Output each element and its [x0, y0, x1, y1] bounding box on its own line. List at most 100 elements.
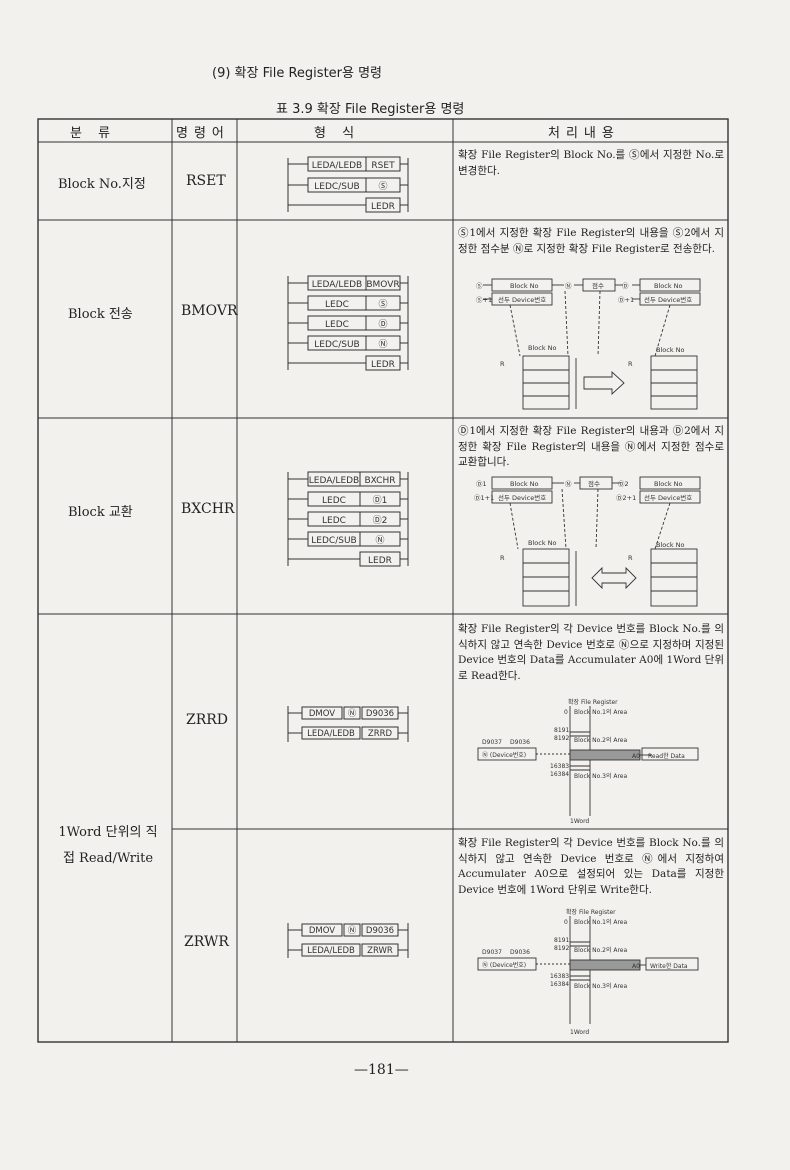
svg-text:0: 0: [564, 919, 568, 926]
svg-text:Block No.3의 Area: Block No.3의 Area: [574, 772, 627, 780]
svg-text:8191: 8191: [554, 937, 569, 944]
svg-text:ZRRD: ZRRD: [368, 729, 393, 739]
svg-text:Ⓓ2: Ⓓ2: [373, 515, 388, 526]
section-title: (9) 확장 File Register용 명령: [212, 66, 383, 81]
desc-rset: 확장 File Register의 Block No.를 Ⓢ에서 지정한 No.…: [458, 149, 724, 177]
category-label: Block No.지정: [58, 177, 146, 192]
svg-text:Ⓝ: Ⓝ: [375, 535, 384, 546]
svg-text:Block No: Block No: [510, 282, 539, 290]
page-number: —181—: [354, 1062, 409, 1078]
desc-zrrd: 확장 File Register의 각 Device 번호를 Block No.…: [458, 623, 724, 682]
header-category: 분 류: [70, 126, 117, 141]
desc-bxchr: Ⓓ1에서 지정한 확장 File Register의 내용과 Ⓓ2에서 지정한 …: [458, 425, 724, 468]
svg-text:Read한 Data: Read한 Data: [648, 753, 685, 760]
svg-text:Ⓓ1+1: Ⓓ1+1: [474, 494, 494, 502]
svg-text:Ⓓ: Ⓓ: [622, 282, 629, 290]
svg-text:0: 0: [564, 709, 568, 716]
svg-text:16383: 16383: [550, 973, 569, 980]
svg-text:Ⓝ: Ⓝ: [348, 709, 357, 719]
svg-text:확장 File Register: 확장 File Register: [566, 908, 616, 916]
svg-text:Block No.3의 Area: Block No.3의 Area: [574, 982, 627, 990]
svg-text:LEDC/SUB: LEDC/SUB: [311, 536, 356, 546]
svg-text:확장 File Register: 확장 File Register: [568, 698, 618, 706]
svg-text:8192: 8192: [554, 945, 569, 952]
svg-text:R: R: [628, 554, 633, 562]
svg-text:8192: 8192: [554, 735, 569, 742]
svg-text:BXCHR: BXCHR: [365, 476, 396, 486]
category-label: Block 전송: [68, 307, 133, 322]
svg-text:1Word: 1Word: [570, 1029, 589, 1036]
header-mnemonic: 명령어: [176, 126, 230, 141]
svg-text:Ⓓ2+1: Ⓓ2+1: [616, 494, 636, 502]
svg-text:Ⓓ2: Ⓓ2: [618, 480, 629, 488]
header-processing: 처리내용: [548, 126, 620, 141]
svg-text:선두 Device번호: 선두 Device번호: [498, 295, 546, 304]
svg-text:Block No: Block No: [528, 539, 557, 547]
svg-text:Ⓢ: Ⓢ: [476, 282, 483, 290]
svg-text:D9036: D9036: [510, 949, 530, 956]
category-label: 1Word 단위의 직접 Read/Write: [58, 825, 158, 866]
svg-text:Ⓓ1: Ⓓ1: [373, 495, 388, 506]
svg-text:선두 Device번호: 선두 Device번호: [644, 493, 692, 502]
svg-text:LEDA/LEDB: LEDA/LEDB: [307, 946, 355, 956]
svg-text:LEDC: LEDC: [325, 300, 349, 310]
svg-text:Ⓝ: Ⓝ: [565, 480, 572, 488]
svg-text:BMOVR: BMOVR: [366, 280, 399, 290]
mnemonic-label: ZRWR: [184, 934, 229, 950]
svg-text:D9036: D9036: [366, 926, 394, 936]
svg-text:LEDC: LEDC: [325, 320, 349, 330]
svg-text:LEDC/SUB: LEDC/SUB: [314, 182, 359, 192]
svg-text:점수: 점수: [588, 480, 600, 488]
svg-text:LEDA/LEDB: LEDA/LEDB: [309, 476, 359, 486]
header-form: 형 식: [314, 126, 361, 141]
svg-text:D9037: D9037: [482, 949, 502, 956]
category-label: Block 교환: [68, 505, 133, 520]
svg-text:RSET: RSET: [371, 161, 395, 171]
mnemonic-label: ZRRD: [186, 712, 229, 728]
svg-text:Ⓝ (Device번호): Ⓝ (Device번호): [482, 751, 526, 759]
mnemonic-label: BXCHR: [181, 501, 235, 517]
svg-text:Ⓝ: Ⓝ: [565, 282, 572, 290]
svg-text:A0: A0: [632, 753, 640, 760]
mnemonic-label: BMOVR: [181, 303, 238, 319]
svg-text:D9037: D9037: [482, 739, 502, 746]
svg-text:R: R: [500, 554, 505, 562]
svg-text:LEDR: LEDR: [368, 556, 392, 566]
svg-text:LEDA/LEDB: LEDA/LEDB: [312, 161, 362, 171]
svg-text:DMOV: DMOV: [309, 926, 335, 936]
svg-text:16384: 16384: [550, 771, 569, 778]
svg-text:Block No.2의 Area: Block No.2의 Area: [574, 946, 627, 954]
svg-text:Block No.2의 Area: Block No.2의 Area: [574, 736, 627, 744]
svg-text:LEDC/SUB: LEDC/SUB: [314, 340, 359, 350]
svg-text:Ⓢ+1: Ⓢ+1: [476, 296, 492, 304]
svg-text:LEDA/LEDB: LEDA/LEDB: [307, 729, 355, 739]
svg-text:R: R: [500, 360, 505, 368]
svg-text:Ⓝ (Device번호): Ⓝ (Device번호): [482, 961, 526, 969]
svg-text:Ⓝ: Ⓝ: [378, 339, 387, 350]
svg-text:Block No: Block No: [654, 480, 683, 488]
desc-zrwr: 확장 File Register의 각 Device 번호를 Block No.…: [458, 837, 724, 896]
svg-text:Block No: Block No: [656, 541, 685, 549]
svg-text:점수: 점수: [592, 282, 604, 290]
desc-bmovr: Ⓢ1에서 지정한 확장 File Register의 내용을 Ⓢ2에서 지정한 …: [458, 227, 724, 255]
svg-text:Ⓓ+1: Ⓓ+1: [618, 296, 634, 304]
svg-text:Block No: Block No: [656, 346, 685, 354]
svg-text:DMOV: DMOV: [309, 709, 335, 719]
svg-text:Ⓓ: Ⓓ: [378, 319, 387, 330]
svg-text:선두 Device번호: 선두 Device번호: [498, 493, 546, 502]
svg-text:16384: 16384: [550, 981, 569, 988]
svg-text:1Word: 1Word: [570, 818, 589, 825]
svg-text:Block No: Block No: [528, 344, 557, 352]
svg-text:Ⓓ1: Ⓓ1: [476, 480, 487, 488]
svg-text:LEDA/LEDB: LEDA/LEDB: [312, 280, 362, 290]
svg-text:D9036: D9036: [366, 709, 394, 719]
svg-text:8191: 8191: [554, 727, 569, 734]
